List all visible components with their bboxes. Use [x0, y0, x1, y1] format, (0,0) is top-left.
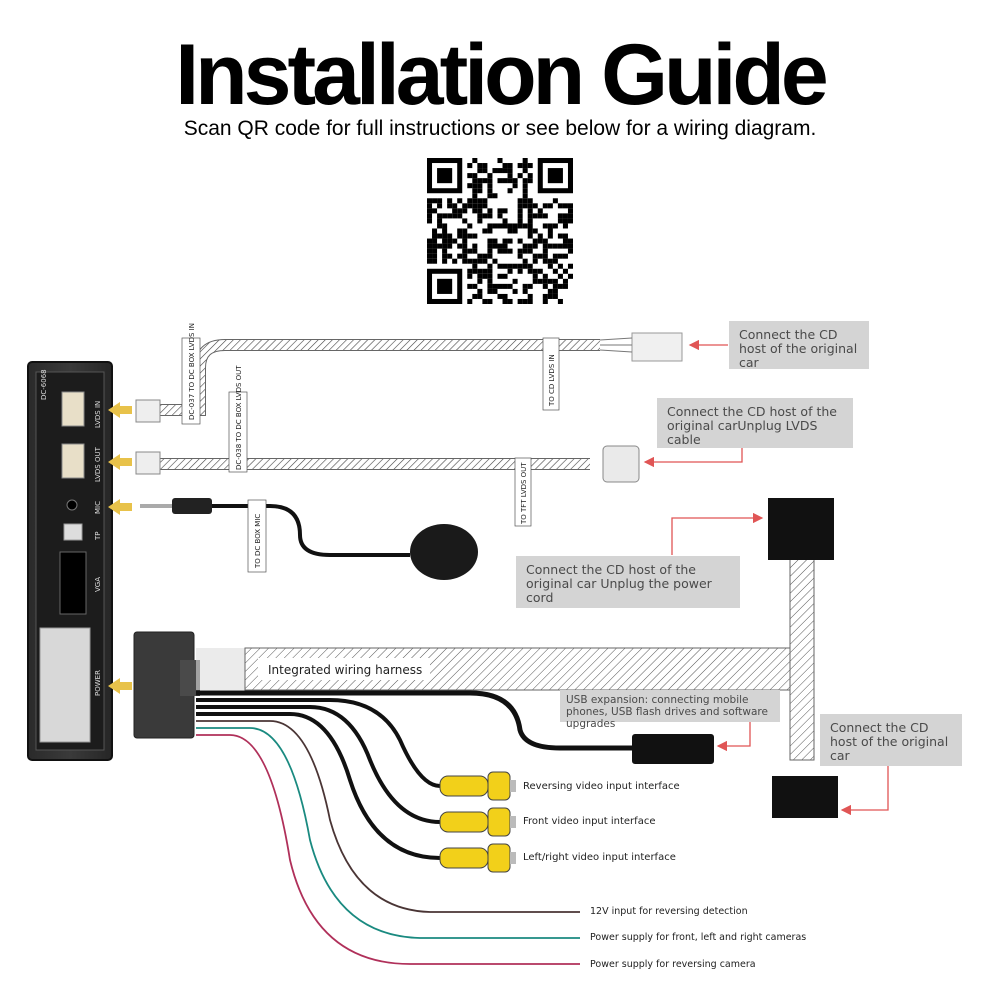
mic-jack [66, 499, 78, 511]
label-lvds-out-box: DC-038 TO DC BOX LVDS OUT [235, 365, 243, 470]
power-harness: Integrated wiring harness [133, 498, 838, 818]
lvds-in-cable: DC-037 TO DC BOX LVDS IN TO CD LVDS IN [135, 323, 683, 425]
mic-head [410, 524, 478, 580]
port-label-lvds-out: LVDS OUT [94, 446, 102, 482]
rca-lr [439, 843, 516, 873]
arrow-lvds-out [108, 454, 132, 470]
signal-wires [196, 690, 714, 965]
lvds-out-cable: DC-038 TO DC BOX LVDS OUT TO TFT LVDS OU… [135, 365, 640, 527]
port-label-vga: VGA [94, 577, 102, 592]
label-mic-box: TO DC BOX MIC [254, 514, 262, 569]
port-label-mic: MIC [94, 501, 102, 514]
tp-port [63, 523, 83, 541]
power-connector-bottom [772, 776, 838, 818]
arrow-mic [108, 499, 132, 515]
port-label-power: POWER [94, 670, 102, 696]
label-front-video: Front video input interface [523, 816, 655, 827]
callout-cd-host-2: Connect the CD host of the original car [820, 714, 962, 766]
lvds-in-connector-cd [631, 332, 683, 362]
rca-front [439, 807, 516, 837]
power-connector-top [768, 498, 834, 560]
qr-code-icon[interactable] [427, 158, 573, 304]
label-power-reversing: Power supply for reversing camera [590, 959, 756, 970]
label-reversing-video: Reversing video input interface [523, 781, 680, 792]
callout-cd-host-1: Connect the CD host of the original car [729, 321, 869, 370]
label-lr-video: Left/right video input interface [523, 852, 676, 863]
power-port [39, 627, 91, 743]
callout-cd-host-lvds: Connect the CD host of the original carU… [657, 398, 853, 448]
arrow-power [108, 678, 132, 694]
label-12v-reverse: 12V input for reversing detection [590, 906, 748, 917]
label-lvds-in-box: DC-037 TO DC BOX LVDS IN [188, 323, 196, 420]
page-title: Installation Guide [175, 27, 829, 123]
lvds-in-port [61, 391, 85, 427]
device-model: DC-6068 [40, 369, 48, 400]
page-subtitle: Scan QR code for full instructions or se… [183, 117, 817, 140]
port-label-tp: TP [94, 532, 102, 542]
lvds-in-connector-box [135, 399, 161, 423]
lvds-out-port [61, 443, 85, 479]
vga-port [59, 551, 87, 615]
label-harness: Integrated wiring harness [268, 663, 422, 677]
lvds-out-connector-tft [602, 445, 640, 483]
lvds-out-connector-box [135, 451, 161, 475]
callout-usb: USB expansion: connecting mobile phones,… [560, 690, 780, 730]
label-lvds-out-tft: TO TFT LVDS OUT [520, 462, 528, 525]
callout-cd-host-power: Connect the CD host of the original car … [516, 556, 740, 608]
label-lvds-in-cd: TO CD LVDS IN [548, 354, 556, 407]
dc-box-device: DC-6068 LVDS IN LVDS OUT MIC TP VGA POWE… [27, 361, 113, 761]
rca-reversing [439, 771, 516, 801]
port-arrows [108, 402, 132, 694]
arrow-lvds-in [108, 402, 132, 418]
label-power-cameras: Power supply for front, left and right c… [590, 932, 806, 943]
port-label-lvds-in: LVDS IN [94, 401, 102, 428]
usb-connector [632, 734, 714, 764]
callout-arrows [643, 339, 889, 816]
microphone: TO DC BOX MIC [140, 498, 478, 580]
rca-connectors [439, 771, 516, 873]
